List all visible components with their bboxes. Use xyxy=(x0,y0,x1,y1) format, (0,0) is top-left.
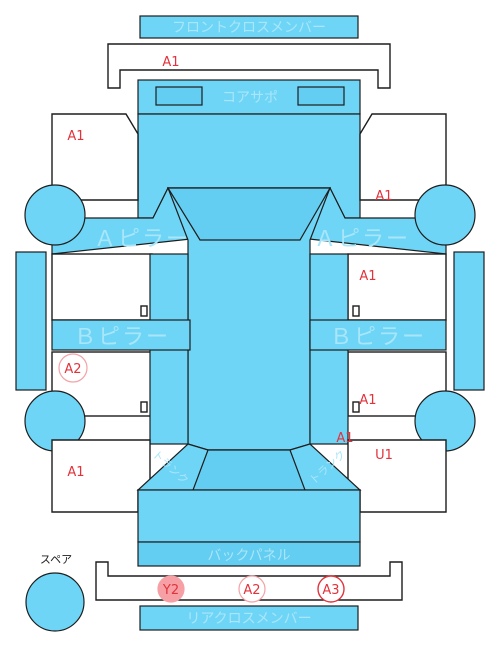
right-front-door[interactable] xyxy=(347,253,447,321)
b-pillar-left[interactable]: Ｂピラー xyxy=(51,319,191,351)
a-pillar-left[interactable]: Ａピラー xyxy=(51,186,202,255)
trunk[interactable]: トランク トランク xyxy=(136,443,362,491)
damage-code-front-left[interactable]: A1 xyxy=(67,129,84,144)
damage-code-rear-cross-member-2[interactable]: A2 xyxy=(243,583,260,598)
damage-code-left-rear-quarter[interactable]: A1 xyxy=(67,465,84,480)
right-front-fender[interactable] xyxy=(359,113,447,201)
damage-code-right-front-door[interactable]: A1 xyxy=(359,269,376,284)
a-pillar-right[interactable]: Ａピラー xyxy=(299,186,447,255)
front-cross-member-label: フロントクロスメンバー xyxy=(172,20,326,36)
left-front-door[interactable] xyxy=(51,253,153,321)
damage-code-right-rear-quarter[interactable]: A1 xyxy=(336,431,353,446)
damage-code-rear-cross-member-3[interactable]: A3 xyxy=(322,583,339,598)
b-pillar-right[interactable]: Ｂピラー xyxy=(309,319,447,351)
b-pillar-left-label: Ｂピラー xyxy=(74,325,170,350)
damage-marker-rear-cross-member-1 xyxy=(157,575,185,603)
damage-code-rear-cross-member-1[interactable]: Y2 xyxy=(162,583,179,598)
core-support-label: コアサポ xyxy=(222,90,278,106)
right-side-sill[interactable] xyxy=(453,251,485,391)
wheel-front-right[interactable] xyxy=(414,184,476,246)
core-support[interactable]: コアサポ xyxy=(137,79,361,115)
a-pillar-right-label: Ａピラー xyxy=(314,227,410,252)
back-panel[interactable]: バックパネル xyxy=(137,489,361,567)
wheel-front-left[interactable] xyxy=(24,184,86,246)
left-front-door-handle xyxy=(140,305,148,317)
damage-code-front-cross-member[interactable]: A1 xyxy=(162,55,179,70)
damage-code-right-rear-quarter-2[interactable]: U1 xyxy=(375,448,393,463)
damage-code-front-right[interactable]: A1 xyxy=(375,189,392,204)
damage-marker-left-rear-door xyxy=(58,353,88,383)
right-rear-quarter[interactable] xyxy=(347,439,447,513)
left-side-sill[interactable] xyxy=(15,251,47,391)
right-front-door-handle xyxy=(352,305,360,317)
damage-code-right-rear-door[interactable]: A1 xyxy=(359,393,376,408)
damage-code-left-rear-door[interactable]: A2 xyxy=(64,362,81,377)
right-rear-door-handle xyxy=(352,401,360,413)
damage-marker-rear-cross-member-3 xyxy=(317,575,345,603)
windshield xyxy=(166,187,332,241)
front-cross-member[interactable]: フロントクロスメンバー xyxy=(139,15,359,39)
left-rear-door-handle xyxy=(140,401,148,413)
spare-tire[interactable]: スペア xyxy=(25,553,85,632)
damage-marker-rear-cross-member-2 xyxy=(238,575,266,603)
rear-cross-member[interactable]: リアクロスメンバー xyxy=(139,605,359,631)
b-pillar-right-label: Ｂピラー xyxy=(330,325,426,350)
rear-cross-member-label: リアクロスメンバー xyxy=(186,611,311,627)
back-panel-label: バックパネル xyxy=(207,548,290,564)
spare-label: スペア xyxy=(40,553,72,566)
front-bumper-outline xyxy=(107,43,391,89)
a-pillar-left-label: Ａピラー xyxy=(94,227,190,252)
